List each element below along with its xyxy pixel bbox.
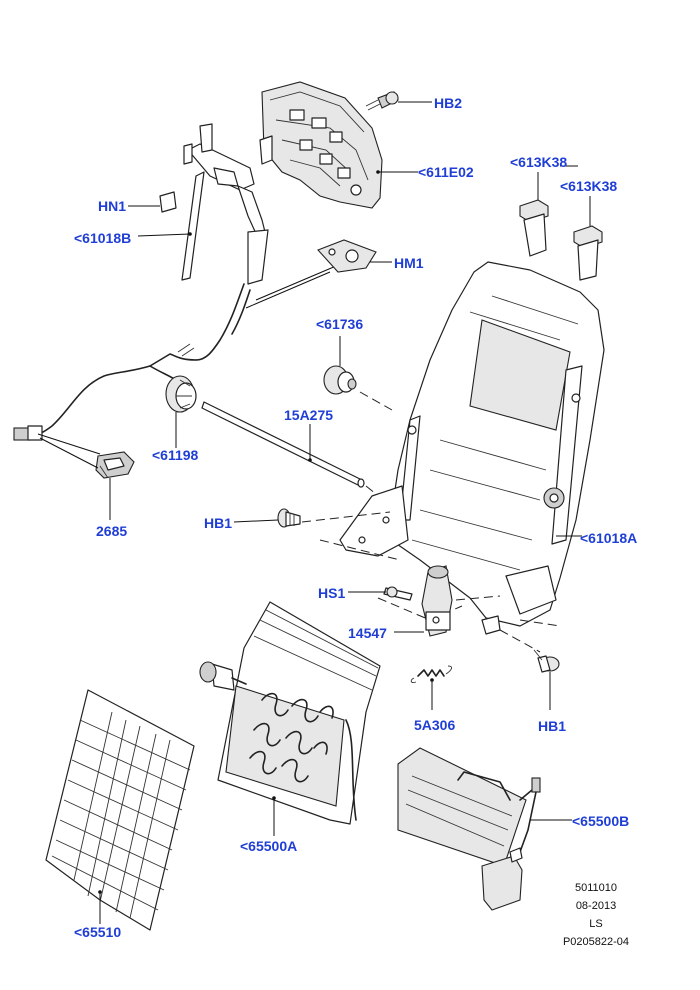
ref-line-2: 08-2013 bbox=[575, 900, 617, 912]
label-611e02: <611E02 bbox=[418, 164, 474, 180]
label-hm1: HM1 bbox=[394, 255, 424, 271]
label-hs1: HS1 bbox=[318, 585, 346, 601]
part-65500a-lumbar-mat bbox=[199, 601, 381, 825]
part-5a306-spring bbox=[410, 665, 453, 683]
label-hn1: HN1 bbox=[98, 198, 127, 214]
label-65510: <65510 bbox=[74, 924, 122, 940]
part-61198-gear bbox=[165, 375, 197, 413]
label-hb2: HB2 bbox=[434, 95, 463, 111]
ref-line-3: LS bbox=[589, 918, 603, 930]
ref-line-1: 5011010 bbox=[574, 882, 617, 894]
label-hb1-right: HB1 bbox=[538, 718, 567, 734]
label-613k38-b: <613K38 bbox=[560, 178, 618, 194]
part-hb2-screw bbox=[365, 91, 399, 111]
label-61018b: <61018B bbox=[74, 230, 132, 246]
part-61736-bushing bbox=[323, 365, 357, 395]
part-65500b-pump bbox=[397, 747, 541, 911]
label-14547: 14547 bbox=[348, 625, 387, 641]
part-hm1-bracket bbox=[317, 239, 377, 273]
part-613k38-guide-right bbox=[573, 225, 603, 281]
label-15a275: 15A275 bbox=[284, 407, 334, 423]
label-61198: <61198 bbox=[152, 447, 199, 463]
part-61018b-cable bbox=[13, 123, 269, 441]
label-hb1-left: HB1 bbox=[204, 515, 233, 531]
part-hb1-screw-left bbox=[277, 508, 301, 528]
part-hs1-screw bbox=[383, 586, 413, 601]
part-611e02-module bbox=[259, 81, 383, 209]
label-613k38-a: <613K38 bbox=[510, 154, 568, 170]
part-2685-switch bbox=[95, 451, 135, 479]
label-61018a: <61018A bbox=[580, 530, 638, 546]
part-65510-wire-panel bbox=[45, 689, 195, 931]
label-65500a: <65500A bbox=[240, 838, 298, 854]
part-61018a-frame bbox=[339, 261, 605, 635]
part-613k38-guide-left bbox=[519, 199, 549, 257]
part-15a275-rod bbox=[201, 401, 365, 488]
part-14547-motor bbox=[421, 565, 453, 637]
label-5a306: 5A306 bbox=[414, 717, 456, 733]
label-65500b: <65500B bbox=[572, 813, 630, 829]
part-hb1-screw-right bbox=[533, 649, 560, 673]
label-61736: <61736 bbox=[316, 316, 364, 332]
ref-line-4: P0205822-04 bbox=[562, 936, 630, 948]
label-2685: 2685 bbox=[96, 523, 128, 539]
